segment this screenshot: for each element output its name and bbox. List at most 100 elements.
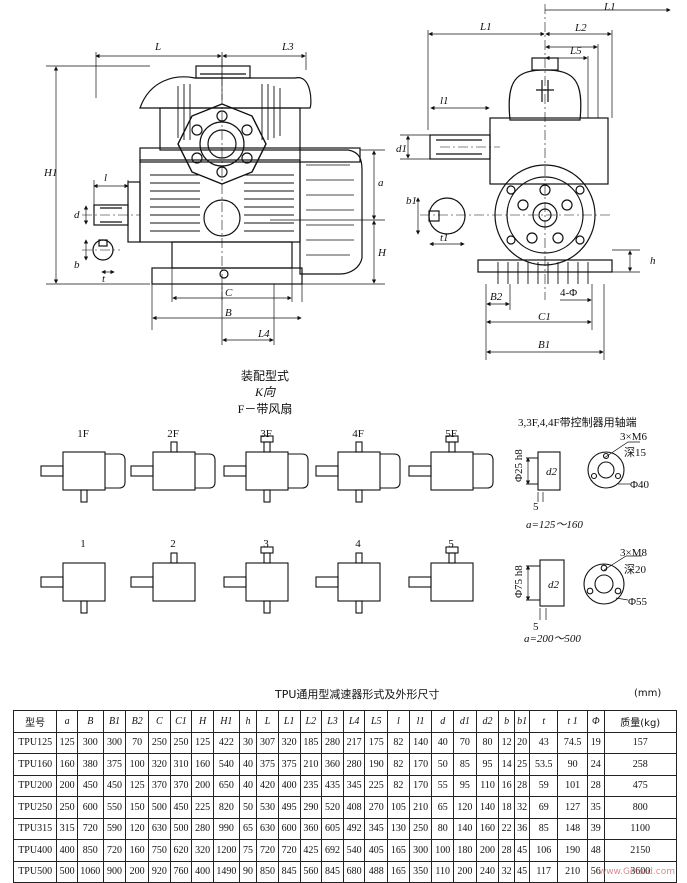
- dim-C: C: [225, 287, 233, 299]
- table-cell: 320: [191, 839, 214, 862]
- table-cell: 408: [342, 796, 366, 819]
- side-view: [420, 4, 613, 300]
- table-cell: 160: [475, 817, 500, 840]
- table-cell: TPU500: [12, 860, 58, 883]
- table-cell: 140: [408, 731, 433, 754]
- dim-H: H: [377, 247, 387, 259]
- table-cell: 120: [125, 817, 150, 840]
- dim-L4: L4: [257, 328, 270, 340]
- table-cell: 2150: [603, 839, 677, 862]
- table-cell: 450: [169, 796, 193, 819]
- table-cell: 720: [256, 839, 279, 862]
- ctrl-top-depth: 深15: [624, 446, 646, 459]
- assembly-label: 5F: [445, 428, 457, 440]
- table-cell: 22: [498, 817, 515, 840]
- table-cell: 32: [498, 860, 515, 883]
- table-cell: 400: [191, 860, 214, 883]
- table-cell: 39: [587, 817, 605, 840]
- table-cell: 450: [76, 774, 104, 797]
- dim-L: L: [154, 41, 161, 53]
- table-cell: 900: [102, 860, 127, 883]
- table-cell: 85: [453, 753, 477, 776]
- table-cell: 300: [408, 839, 433, 862]
- table-cell: 530: [256, 796, 279, 819]
- assembly-f-note: F－带风扇: [238, 401, 293, 416]
- table-cell: 370: [169, 774, 193, 797]
- table-cell: 95: [475, 753, 500, 776]
- table-cell: 28: [513, 774, 531, 797]
- ctrl-top-dia: Φ25 h8: [513, 449, 525, 482]
- table-cell: 200: [453, 860, 477, 883]
- table-cell: 605: [321, 817, 344, 840]
- table-cell: 990: [212, 817, 240, 840]
- front-view-labels: L L3 H1 a H l d b t C B L4: [43, 41, 387, 340]
- table-cell: TPU400: [12, 839, 58, 862]
- table-cell: 400: [277, 774, 301, 797]
- table-header-cell: L4: [342, 710, 366, 733]
- table-cell: TPU250: [12, 796, 58, 819]
- ctrl-top-holes: 3×M6: [620, 431, 647, 443]
- table-cell: 270: [364, 796, 389, 819]
- assembly-label: 4F: [352, 428, 364, 440]
- table-cell: 307: [256, 731, 279, 754]
- table-unit: (mm): [634, 688, 662, 699]
- table-cell: 375: [256, 753, 279, 776]
- table-cell: 65: [238, 817, 258, 840]
- table-cell: 540: [342, 839, 366, 862]
- table-cell: 235: [299, 774, 323, 797]
- table-cell: 43: [529, 731, 559, 754]
- table-header-cell: H: [191, 710, 214, 733]
- table-cell: 14: [498, 753, 515, 776]
- table-header-cell: C: [148, 710, 171, 733]
- table-cell: 250: [169, 731, 193, 754]
- table-cell: 820: [212, 796, 240, 819]
- table-cell: 160: [191, 753, 214, 776]
- assembly-label: 1F: [77, 428, 89, 440]
- dim-t: t: [102, 273, 106, 285]
- table-cell: 350: [408, 860, 433, 883]
- table-cell: 200: [56, 774, 78, 797]
- table-cell: 650: [212, 774, 240, 797]
- dim-d1: d1: [396, 143, 407, 155]
- table-header-cell: H1: [212, 710, 240, 733]
- table-cell: 225: [191, 796, 214, 819]
- table-cell: 560: [299, 860, 323, 883]
- table-cell: 210: [408, 796, 433, 819]
- table-cell: 540: [212, 753, 240, 776]
- table-cell: 100: [125, 753, 150, 776]
- dim-L5: L5: [569, 45, 582, 57]
- table-cell: 70: [125, 731, 150, 754]
- table-cell: 370: [148, 774, 171, 797]
- table-cell: 258: [603, 753, 677, 776]
- table-cell: 45: [513, 860, 531, 883]
- table-cell: 110: [431, 860, 455, 883]
- table-cell: 345: [342, 774, 366, 797]
- assembly-caption: 装配型式 K向 F－带风扇: [238, 369, 293, 416]
- dim-l: l: [104, 172, 107, 184]
- table-cell: 25: [513, 753, 531, 776]
- table-cell: 280: [191, 817, 214, 840]
- table-cell: 425: [299, 839, 323, 862]
- table-cell: 82: [387, 774, 410, 797]
- table-cell: 360: [299, 817, 323, 840]
- table-header-cell: C1: [169, 710, 193, 733]
- table-cell: 185: [299, 731, 323, 754]
- table-cell: 500: [169, 817, 193, 840]
- table-cell: 95: [453, 774, 477, 797]
- table-cell: 290: [299, 796, 323, 819]
- table-cell: 50: [238, 796, 258, 819]
- table-cell: 475: [603, 774, 677, 797]
- dim-L1: L1: [479, 21, 492, 33]
- table-cell: 170: [408, 774, 433, 797]
- table-cell: 600: [76, 796, 104, 819]
- assembly-title: 装配型式: [241, 369, 289, 383]
- table-cell: 850: [76, 839, 104, 862]
- table-cell: 422: [212, 731, 240, 754]
- table-header-cell: L2: [299, 710, 323, 733]
- table-cell: 488: [364, 860, 389, 883]
- table-cell: 55: [431, 774, 455, 797]
